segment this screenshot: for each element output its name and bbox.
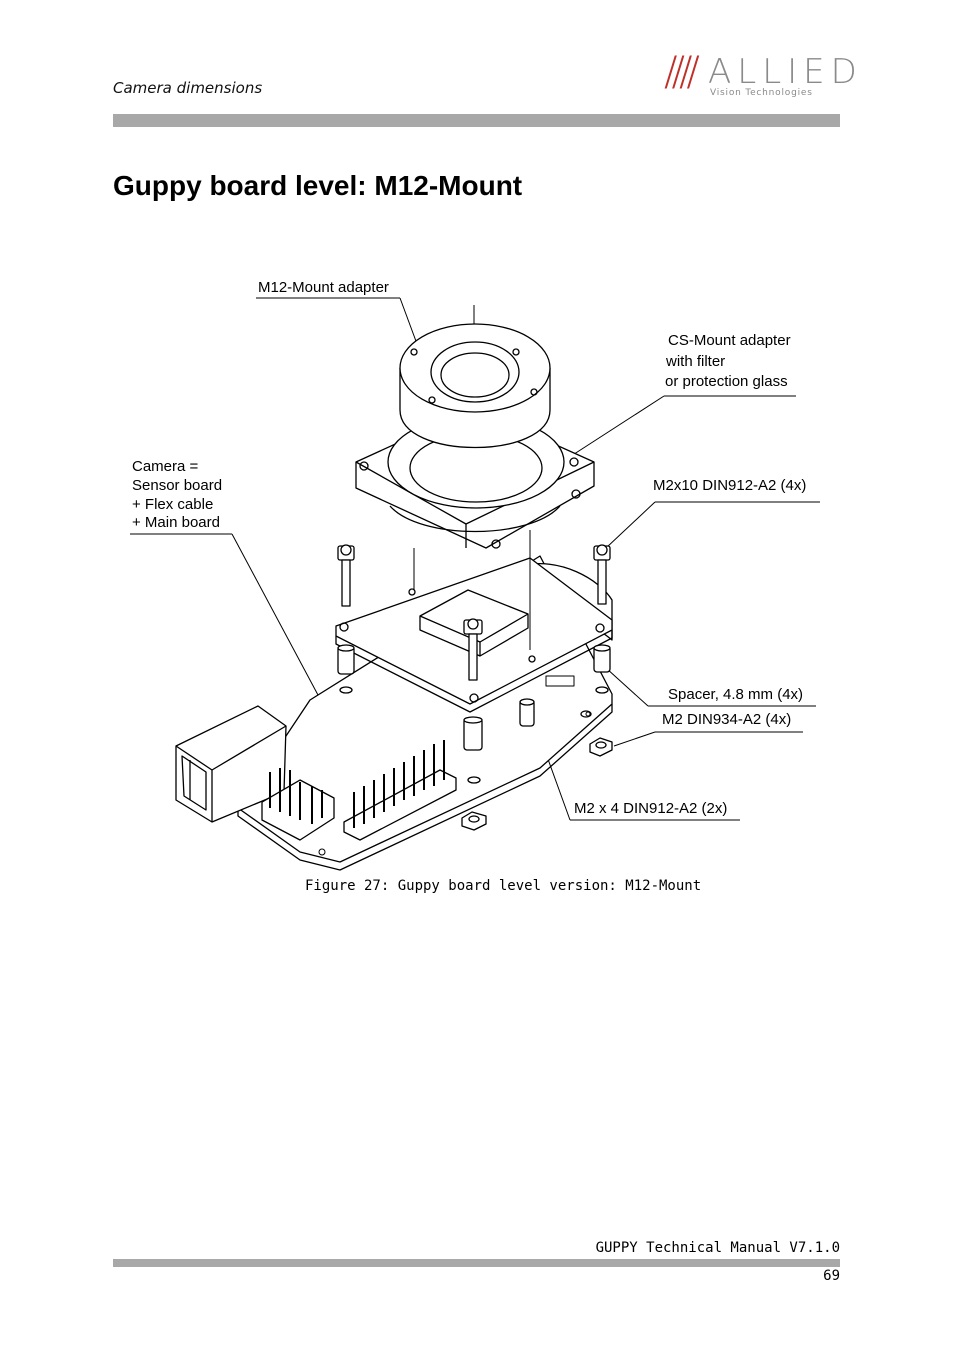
logo-subtitle: Vision Technologies <box>710 88 813 98</box>
label-nut-m2: M2 DIN934-A2 (4x) <box>662 711 792 728</box>
label-screw-m2x10: M2x10 DIN912-A2 (4x) <box>653 477 807 494</box>
label-cs-mount-line3: or protection glass <box>665 373 788 390</box>
connector-housing <box>175 705 287 823</box>
footer-manual-title: GUPPY Technical Manual V7.1.0 <box>595 1240 840 1256</box>
header-section-title: Camera dimensions <box>113 79 263 97</box>
label-m12-mount-adapter: M12-Mount adapter <box>258 279 389 296</box>
board-details <box>318 675 591 856</box>
m12-mount-adapter <box>399 323 551 449</box>
label-camera-line4: + Main board <box>132 514 220 531</box>
label-screw-m2x4: M2 x 4 DIN912-A2 (2x) <box>574 800 728 817</box>
label-camera-line2: Sensor board <box>132 477 223 494</box>
page-heading: Guppy board level: M12-Mount <box>113 170 523 201</box>
page-number: 69 <box>823 1268 840 1284</box>
label-underlines <box>130 297 820 821</box>
label-cs-mount-line2: with filter <box>666 353 726 370</box>
footer-divider <box>113 1259 840 1267</box>
label-camera-line1: Camera = <box>132 458 199 475</box>
pin-headers <box>261 740 457 841</box>
screws-m2x10 <box>337 544 611 681</box>
spacers <box>337 644 611 751</box>
logo-word: ALLIED <box>708 52 863 92</box>
figure-caption: Figure 27: Guppy board level version: M1… <box>305 878 702 894</box>
alignment-lines <box>413 530 531 650</box>
label-spacer: Spacer, 4.8 mm (4x) <box>668 686 804 703</box>
header-divider <box>113 114 840 127</box>
label-camera-line3: + Flex cable <box>132 496 214 513</box>
allied-logo: //// ALLIED Vision Technologies <box>664 52 857 100</box>
label-cs-mount-line1: CS-Mount adapter <box>668 332 791 349</box>
